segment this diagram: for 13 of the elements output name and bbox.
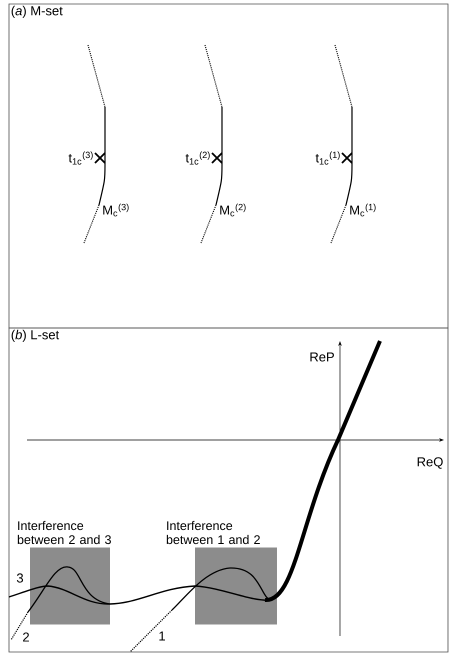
node-label: Interference between 2 and 3	[18, 520, 111, 544]
curve-label: M$_{c}$(1)	[350, 204, 376, 216]
axis-label: ReQ	[418, 457, 443, 469]
curve-label: t$_{1c}$(1)	[316, 151, 340, 165]
curve-label: 1	[159, 632, 165, 640]
curve-label: M$_{c}$(2)	[220, 204, 246, 216]
curve-label: 2	[23, 632, 29, 642]
curve-label: t$_{1c}$(2)	[186, 151, 210, 165]
axis-label: ReP	[310, 352, 334, 362]
node-label: Interference between 1 and 2	[166, 520, 260, 544]
shaded-box: Interference between 1 and 2	[166, 520, 277, 624]
curve-label: t$_{1c}$(3)	[68, 151, 93, 165]
curve-label: M$_{c}$(3)	[103, 204, 129, 216]
